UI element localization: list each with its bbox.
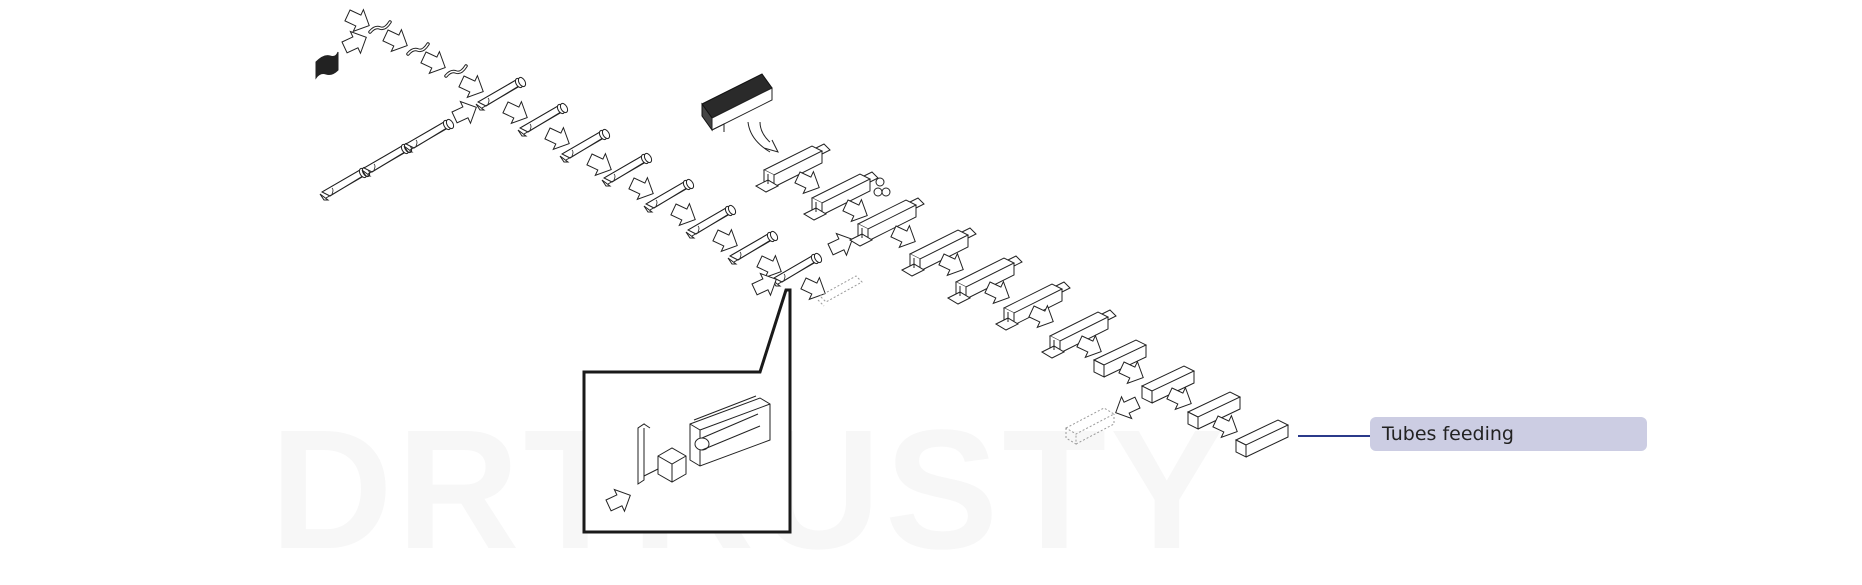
callout-leader-line: [1298, 435, 1370, 437]
carton-magazine: [701, 73, 779, 153]
strip-forming-sequence: [338, 4, 489, 103]
flat-material-icon: [315, 51, 339, 80]
tube-rolling-sequence: [475, 75, 863, 307]
tubes-feeding-label: Tubes feeding: [1370, 417, 1647, 451]
process-diagram: [315, 4, 1289, 534]
carton-sequence: [755, 143, 1289, 458]
tubes-feeding-detail: [582, 288, 792, 534]
callout-text: Tubes feeding: [1382, 423, 1514, 445]
tube-supply-line: [319, 95, 482, 201]
